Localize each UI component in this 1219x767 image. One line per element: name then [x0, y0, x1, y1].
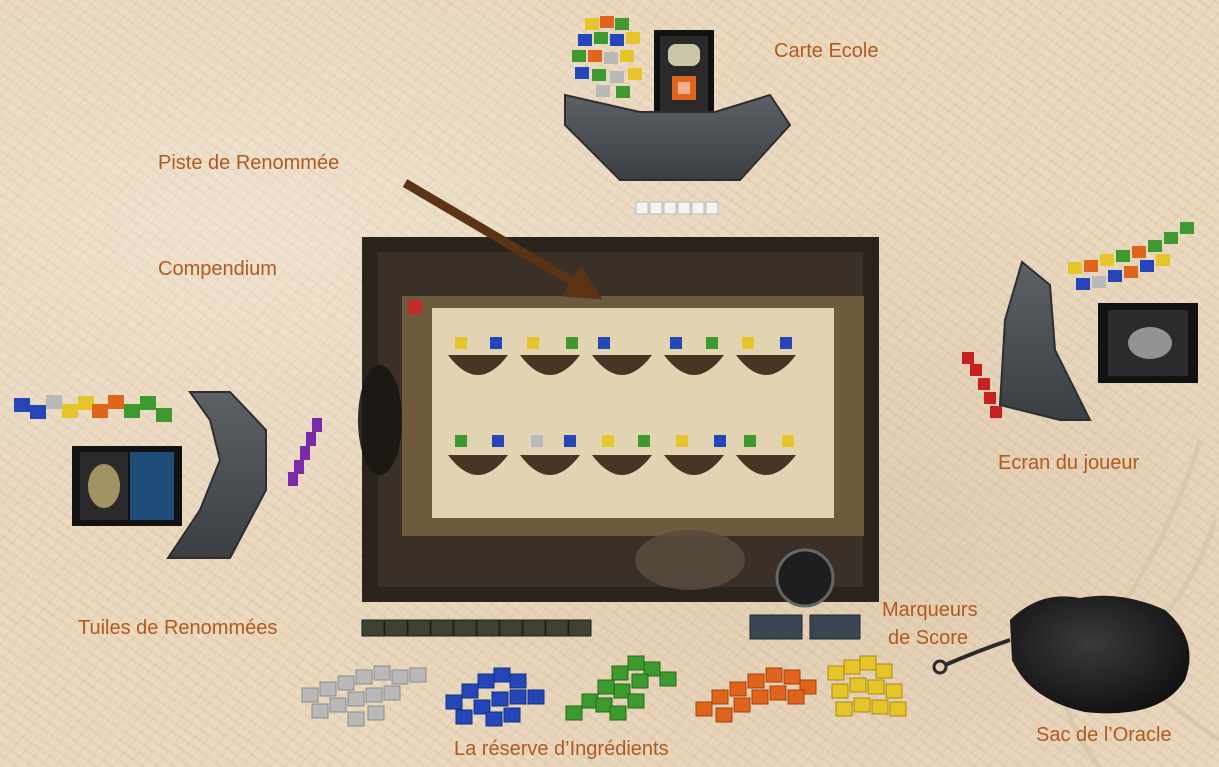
board-corner-marker — [408, 300, 422, 314]
left-player-area — [14, 392, 322, 558]
top-score-markers — [636, 202, 718, 214]
renown-tiles-row — [362, 620, 591, 636]
board-compass — [777, 550, 833, 606]
label-marqueurs: Marqueurs — [882, 599, 978, 621]
label-tuiles-renommees: Tuiles de Renommées — [78, 617, 277, 639]
label-ecran-joueur: Ecran du joueur — [998, 452, 1139, 474]
label-piste-renommee: Piste de Renommée — [158, 152, 339, 174]
reserve-blue — [446, 668, 544, 726]
reserve-orange — [696, 668, 816, 722]
right-school-card — [1098, 303, 1198, 383]
right-player-area — [962, 222, 1198, 420]
board-hand-left — [358, 365, 402, 475]
top-player-area — [565, 16, 790, 214]
left-player-screen — [168, 392, 266, 558]
ingredient-reserve — [302, 656, 906, 726]
label-carte-ecole: Carte Ecole — [774, 40, 879, 62]
label-reserve-ingredients: La réserve d’Ingrédients — [454, 738, 669, 760]
game-board — [358, 237, 879, 606]
reserve-yellow — [828, 656, 906, 716]
right-cube-row — [1068, 222, 1194, 290]
score-marker-tiles — [750, 615, 860, 639]
top-cube-stack — [572, 16, 642, 98]
left-purple-markers — [288, 418, 322, 486]
label-sac-oracle: Sac de l’Oracle — [1036, 724, 1172, 746]
left-cube-row — [14, 395, 172, 422]
reserve-white — [302, 666, 426, 726]
label-de-score: de Score — [888, 627, 968, 649]
left-school-card — [72, 446, 182, 526]
label-compendium: Compendium — [158, 258, 277, 280]
reserve-green — [566, 656, 676, 720]
right-red-markers — [962, 352, 1002, 418]
board-hand-right — [635, 530, 745, 590]
